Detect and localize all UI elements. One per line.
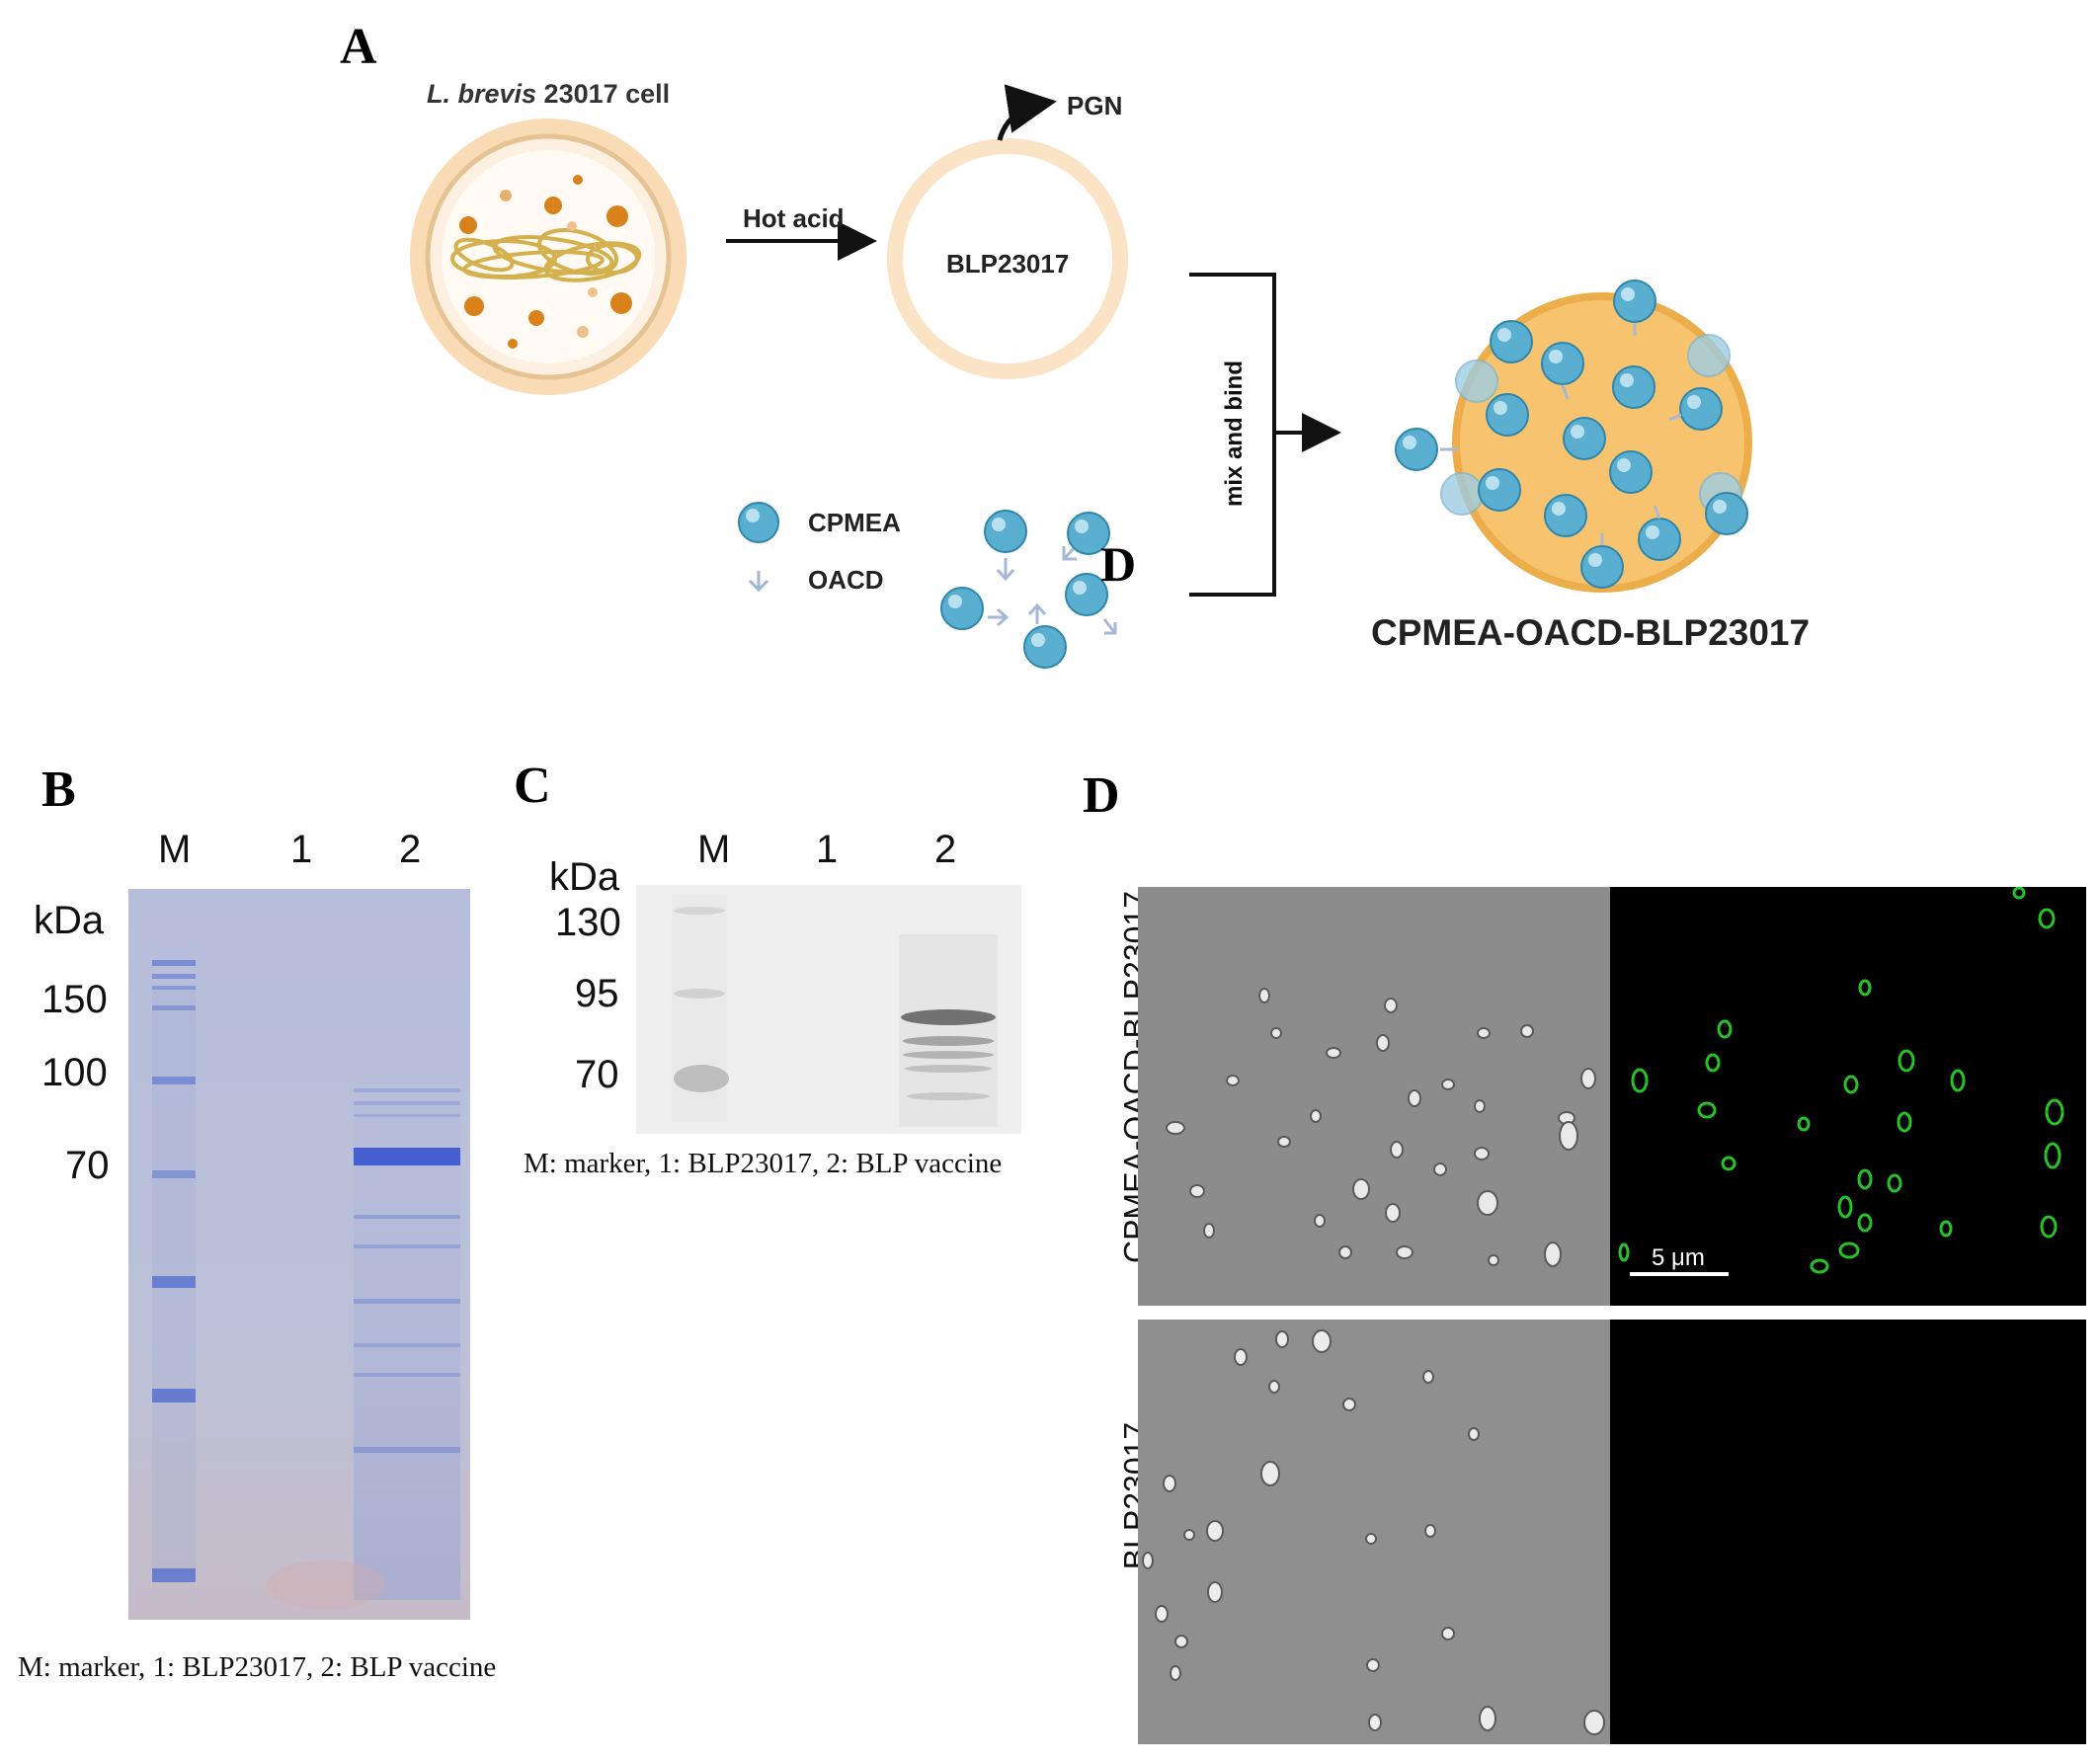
gel-b-col-m: M	[158, 828, 192, 871]
granules	[459, 175, 632, 349]
panel-a-illustration	[410, 84, 1752, 669]
hot-acid-label: Hot acid	[743, 203, 845, 233]
blot-c-caption: M: marker, 1: BLP23017, 2: BLP vaccine	[524, 1148, 1003, 1179]
panel-label-a: A	[340, 19, 377, 75]
blot-c-marker-lane	[672, 895, 729, 1122]
species-name: L. brevis	[427, 79, 537, 109]
mix-and-bind-label: mix and bind	[1221, 360, 1248, 508]
sds-page-gel	[128, 889, 470, 1620]
cell-title: L. brevis 23017 cell	[427, 79, 670, 110]
pgn-label: PGN	[1067, 91, 1123, 120]
blot-c-lane-2	[899, 934, 998, 1127]
pgn-arrow	[997, 84, 1057, 141]
blot-c-col-1: 1	[816, 828, 839, 871]
dna-tangle	[450, 228, 642, 282]
lbrevis-cell	[410, 119, 687, 395]
gel-b-col-1: 1	[290, 828, 313, 871]
product-label: CPMEA-OACD-BLP23017	[1371, 612, 1811, 653]
legend-oacd-icon	[748, 571, 769, 593]
row-separator	[1138, 1306, 2086, 1320]
gel-b-col-2: 2	[399, 828, 422, 871]
gel-b-marker-150: 150	[41, 978, 108, 1021]
product-particle	[1395, 280, 1752, 593]
blot-c-col-m: M	[697, 828, 731, 871]
blot-c-marker-130: 130	[555, 901, 621, 944]
blot-c-kda: kDa	[549, 855, 620, 899]
cell-label-rest: 23017 cell	[536, 79, 671, 109]
gel-b-caption: M: marker, 1: BLP23017, 2: BLP vaccine	[18, 1651, 497, 1683]
legend-cpmea-label: CPMEA	[808, 508, 901, 537]
gel-b-marker-70: 70	[65, 1144, 110, 1187]
brightfield-cpmea	[1138, 887, 1610, 1306]
gel-b-marker-lane	[152, 960, 196, 1582]
loose-cpmea-spheres	[940, 510, 1117, 669]
bound-cpmea-spheres	[1395, 280, 1748, 589]
panel-label-c: C	[514, 758, 551, 814]
blot-c-col-2: 2	[934, 828, 957, 871]
gel-b-lane-2	[354, 1088, 460, 1600]
gel-b-kda: kDa	[34, 899, 105, 942]
fluorescence-cpmea: 5 μm	[1610, 887, 2086, 1306]
blp23017-label: BLP23017	[946, 249, 1070, 279]
blot-c-marker-95: 95	[575, 972, 619, 1015]
blp23017-particle	[887, 138, 1128, 379]
western-blot	[636, 885, 1021, 1134]
panel-label-d-overlay: D	[1100, 536, 1137, 592]
brightfield-blp23017	[1138, 1320, 1610, 1744]
panel-label-b: B	[41, 761, 76, 818]
legend-cpmea-icon	[738, 502, 779, 543]
gel-b-marker-100: 100	[41, 1051, 108, 1094]
scale-bar-label: 5 μm	[1652, 1244, 1705, 1271]
panel-label-d: D	[1083, 767, 1120, 824]
legend-oacd-label: OACD	[808, 565, 884, 595]
blot-c-marker-70: 70	[575, 1053, 619, 1096]
fluorescence-blp23017	[1610, 1320, 2086, 1744]
